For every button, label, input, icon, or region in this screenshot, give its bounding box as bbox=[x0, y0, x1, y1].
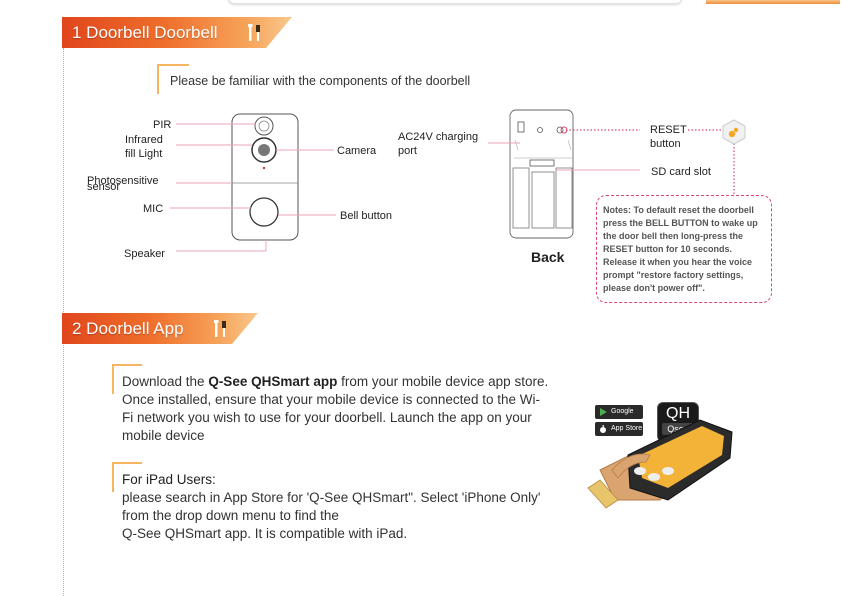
ipad-heading: For iPad Users: bbox=[122, 472, 216, 487]
app-store-badge[interactable]: App Store bbox=[595, 422, 643, 436]
label-back: Back bbox=[531, 249, 565, 265]
hand-phone-illustration bbox=[587, 419, 733, 509]
doorbell-back-diagram bbox=[488, 109, 735, 239]
section-1-banner: 1 Doorbell Doorbell bbox=[62, 17, 292, 48]
section-2-banner: 2 Doorbell App bbox=[62, 313, 258, 344]
reset-notes-box: Notes: To default reset the doorbell pre… bbox=[596, 195, 772, 303]
section-1-title: 1 Doorbell Doorbell bbox=[72, 23, 218, 42]
label-camera: Camera bbox=[337, 145, 377, 157]
ipad-line-2: from the drop down menu to find the bbox=[122, 508, 339, 523]
label-reset-2: button bbox=[650, 138, 681, 150]
section-2-title: 2 Doorbell App bbox=[72, 319, 184, 338]
qhsmart-app-icon[interactable]: QH Qsee bbox=[657, 402, 699, 442]
ipad-bracket bbox=[112, 462, 142, 492]
label-photosensitive-2: sensor bbox=[87, 181, 121, 193]
download-bracket bbox=[112, 364, 142, 394]
label-photosensitive-1: Photosensitive bbox=[87, 175, 159, 187]
label-sd-card-slot: SD card slot bbox=[651, 166, 711, 178]
app-icon-top-text: QH bbox=[666, 405, 690, 422]
label-ac-2: port bbox=[398, 145, 417, 157]
label-reset-1: RESET bbox=[650, 124, 687, 136]
tools-icon bbox=[212, 319, 230, 339]
top-right-tab-edge bbox=[706, 0, 840, 4]
top-panel-edge bbox=[228, 0, 682, 4]
label-mic: MIC bbox=[143, 203, 164, 215]
reset-notes-text: Notes: To default reset the doorbell pre… bbox=[603, 205, 758, 293]
download-pre: Download the bbox=[122, 374, 209, 389]
apple-icon bbox=[600, 425, 606, 433]
label-speaker: Speaker bbox=[124, 248, 165, 260]
doorbell-front-diagram bbox=[170, 113, 336, 252]
play-icon bbox=[600, 408, 607, 416]
label-infrared-2: fill Light bbox=[125, 148, 163, 160]
intro-text: Please be familiar with the components o… bbox=[170, 74, 471, 88]
download-post: from your mobile device app store. Once … bbox=[122, 374, 549, 443]
app-name: Q-See QHSmart app bbox=[208, 374, 338, 389]
tools-icon bbox=[246, 23, 264, 43]
label-pir: PIR bbox=[153, 119, 172, 131]
ipad-line-3: Q-See QHSmart app. It is compatible with… bbox=[122, 526, 408, 541]
intro-bracket bbox=[157, 64, 189, 94]
label-infrared-1: Infrared bbox=[125, 134, 163, 146]
label-ac-1: AC24V charging bbox=[398, 131, 479, 143]
label-bell-button: Bell button bbox=[340, 210, 392, 222]
reset-pointer-icon bbox=[722, 119, 746, 145]
ipad-line-1: please search in App Store for 'Q-See QH… bbox=[122, 490, 541, 505]
download-paragraph: Download the Q-See QHSmart app from your… bbox=[122, 373, 550, 445]
app-store-label: App Store bbox=[611, 425, 643, 432]
